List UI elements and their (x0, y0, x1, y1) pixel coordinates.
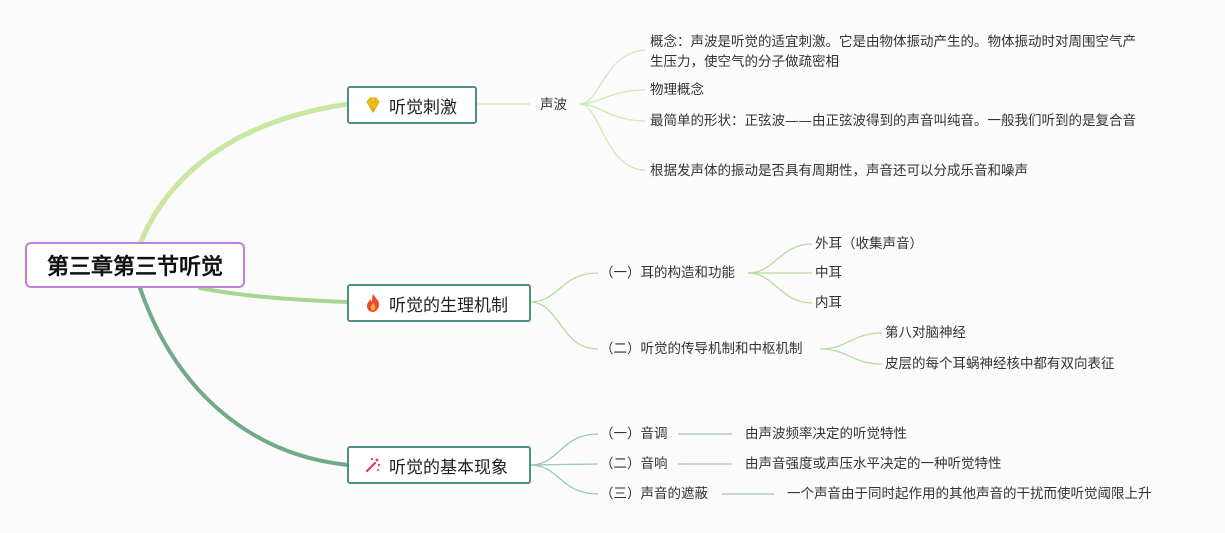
diamond-icon (363, 95, 383, 115)
leaf-pitch-definition[interactable]: 由声波频率决定的听觉特性 (745, 426, 907, 442)
connector-root-branch3 (138, 286, 350, 467)
topic-loudness[interactable]: （二）音响 (600, 456, 668, 472)
leaf-outer-ear[interactable]: 外耳（收集声音） (815, 236, 923, 252)
leaf-cortex-representation[interactable]: 皮层的每个耳蜗神经核中都有双向表征 (885, 356, 1115, 372)
branch-node-physiological-mechanism[interactable]: 听觉的生理机制 (347, 284, 531, 322)
branch-label: 听觉刺激 (389, 97, 457, 118)
branch-label: 听觉的生理机制 (389, 295, 508, 316)
leaf-periodicity[interactable]: 根据发声体的振动是否具有周期性，声音还可以分成乐音和噪声 (650, 163, 1028, 179)
topic-sound-wave[interactable]: 声波 (540, 97, 567, 113)
topic-masking[interactable]: （三）声音的遮蔽 (600, 486, 708, 502)
leaf-concept[interactable]: 概念：声波是听觉的适宜刺激。它是由物体振动产生的。物体振动时对周围空气产生压力，… (650, 34, 1136, 70)
leaf-masking-definition[interactable]: 一个声音由于同时起作用的其他声音的干扰而使听觉阈限上升 (787, 486, 1152, 502)
leaf-simplest-shape[interactable]: 最简单的形状：正弦波——由正弦波得到的声音叫纯音。一般我们听到的是复合音 (650, 113, 1136, 129)
topic-conduction-mechanism[interactable]: （二）听觉的传导机制和中枢机制 (600, 341, 803, 357)
root-node[interactable]: 第三章第三节听觉 (25, 242, 245, 288)
root-title: 第三章第三节听觉 (46, 255, 223, 280)
sparkle-icon (363, 455, 383, 475)
connector-root-branch1 (137, 101, 351, 247)
branch-node-auditory-stimulus[interactable]: 听觉刺激 (347, 86, 477, 124)
leaf-middle-ear[interactable]: 中耳 (815, 265, 842, 281)
fire-icon (363, 293, 383, 313)
leaf-eighth-cranial-nerve[interactable]: 第八对脑神经 (885, 325, 966, 341)
topic-pitch[interactable]: （一）音调 (600, 426, 668, 442)
leaf-inner-ear[interactable]: 内耳 (815, 295, 842, 311)
topic-ear-structure[interactable]: （一）耳的构造和功能 (600, 265, 735, 281)
branch-node-basic-phenomena[interactable]: 听觉的基本现象 (347, 446, 531, 484)
connector-root-branch2 (198, 286, 350, 304)
leaf-loudness-definition[interactable]: 由声音强度或声压水平决定的一种听觉特性 (745, 456, 1002, 472)
leaf-physical-concept[interactable]: 物理概念 (650, 82, 704, 98)
branch-label: 听觉的基本现象 (389, 457, 508, 478)
